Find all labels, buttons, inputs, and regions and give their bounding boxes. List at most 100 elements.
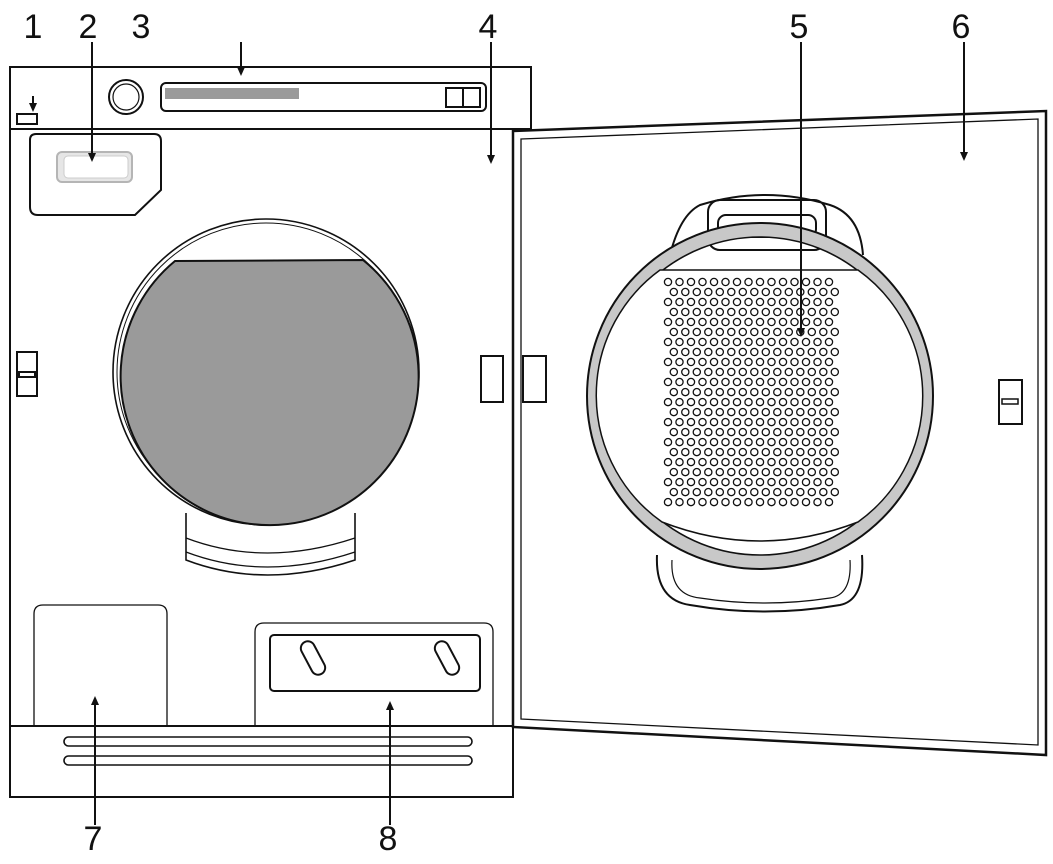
mesh-hole (819, 287, 828, 297)
callout-4: 4 (478, 8, 498, 46)
mesh-hole (709, 337, 719, 347)
filter-handle (707, 199, 827, 251)
mesh-hole (813, 377, 822, 387)
mesh-hole (732, 477, 742, 487)
mesh-hole (801, 417, 811, 427)
mesh-hole (755, 477, 765, 487)
mesh-hole (686, 417, 696, 427)
door-catch (480, 355, 504, 403)
mesh-hole (778, 297, 788, 307)
mesh-hole (698, 377, 707, 387)
mesh-hole (784, 287, 794, 297)
mesh-hole (784, 427, 794, 437)
callout-5: 5 (789, 8, 809, 46)
door-hook (522, 355, 547, 403)
mesh-hole (767, 277, 776, 287)
mesh-hole (778, 437, 788, 447)
mesh-hole (750, 327, 759, 337)
mesh-hole (721, 357, 730, 367)
mesh-hole (819, 447, 828, 457)
mesh-hole (773, 407, 782, 417)
mesh-hole (807, 287, 817, 297)
mesh-hole (663, 497, 673, 507)
mesh-hole (813, 457, 822, 467)
mesh-hole (790, 397, 799, 407)
mesh-hole (681, 307, 690, 317)
mesh-hole (727, 287, 736, 297)
mesh-hole (663, 377, 673, 387)
mesh-hole (761, 347, 771, 357)
mesh-hole (796, 367, 805, 377)
mesh-hole (686, 497, 696, 507)
mesh-hole (778, 417, 788, 427)
mesh-hole (669, 307, 679, 317)
mesh-hole (778, 317, 788, 327)
mesh-hole (681, 347, 690, 357)
mesh-hole (715, 467, 725, 477)
mesh-hole (715, 327, 725, 337)
program-selector-knob-inner (112, 83, 140, 111)
mesh-hole (796, 487, 805, 497)
mesh-hole (750, 347, 759, 357)
mesh-hole (755, 397, 765, 407)
drum-opening (112, 218, 420, 576)
mesh-hole (727, 367, 736, 377)
mesh-hole (819, 427, 828, 437)
mesh-hole (698, 337, 707, 347)
mesh-hole (727, 427, 736, 437)
mesh-hole (830, 347, 840, 357)
mesh-hole (813, 417, 822, 427)
mesh-hole (778, 477, 788, 487)
mesh-hole (675, 497, 684, 507)
mesh-hole (761, 487, 771, 497)
mesh-hole (669, 287, 679, 297)
mesh-hole (790, 377, 799, 387)
mesh-hole (824, 477, 834, 487)
mesh-hole (807, 327, 817, 337)
mesh-hole (727, 307, 736, 317)
mesh-hole (784, 407, 794, 417)
mesh-hole (807, 307, 817, 317)
mesh-hole (790, 437, 799, 447)
mesh-hole (755, 297, 765, 307)
mesh-hole (675, 357, 684, 367)
mesh-hole (715, 387, 725, 397)
mesh-hole (824, 337, 834, 347)
mesh-hole (727, 407, 736, 417)
mesh-hole (669, 407, 679, 417)
mesh-hole (830, 387, 840, 397)
mesh-hole (704, 467, 713, 477)
mesh-hole (750, 487, 759, 497)
mesh-hole (709, 477, 719, 487)
mesh-hole (698, 497, 707, 507)
mesh-hole (824, 357, 834, 367)
mesh-hole (819, 387, 828, 397)
mesh-hole (767, 457, 776, 467)
mesh-hole (669, 467, 679, 477)
mesh-hole (715, 447, 725, 457)
mesh-hole (715, 347, 725, 357)
mesh-hole (709, 357, 719, 367)
mesh-hole (663, 417, 673, 427)
mesh-hole (801, 437, 811, 447)
filter-housing-top (669, 194, 864, 256)
mesh-hole (675, 417, 684, 427)
lint-filter-mesh (663, 277, 840, 507)
mesh-hole (663, 277, 673, 287)
mesh-hole (681, 387, 690, 397)
mesh-hole (778, 397, 788, 407)
mesh-hole (807, 407, 817, 417)
mesh-hole (830, 487, 840, 497)
mesh-hole (681, 327, 690, 337)
mesh-hole (732, 417, 742, 427)
mesh-hole (761, 367, 771, 377)
mesh-hole (830, 407, 840, 417)
mesh-hole (727, 327, 736, 337)
mesh-hole (732, 397, 742, 407)
mesh-hole (681, 287, 690, 297)
mesh-hole (778, 357, 788, 367)
mesh-hole (698, 457, 707, 467)
vent-slot-1 (63, 736, 473, 747)
mesh-hole (692, 367, 702, 377)
mesh-hole (790, 457, 799, 467)
